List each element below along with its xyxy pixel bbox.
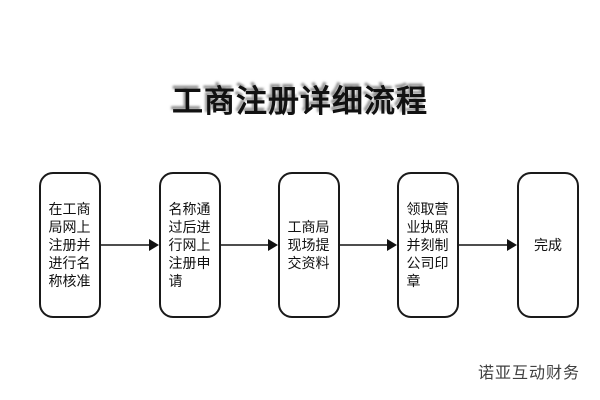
arrow-line	[459, 244, 509, 246]
brand-watermark: 诺亚互动财务	[477, 365, 580, 382]
flow-step-2-label: 名称通过后进行网上注册申请	[168, 201, 211, 289]
flow-step-5: 完成	[517, 172, 579, 318]
arrow-line	[221, 244, 270, 246]
flow-step-1-label: 在工商局网上注册并进行名称核准	[48, 201, 91, 289]
arrow-right-icon	[387, 239, 397, 251]
flow-arrow-3	[340, 239, 397, 251]
arrow-right-icon	[268, 239, 278, 251]
flow-arrow-2	[221, 239, 278, 251]
flow-step-4: 领取营业执照并刻制公司印章	[397, 172, 459, 318]
flow-arrow-4	[459, 239, 517, 251]
page-title: 工商注册详细流程	[172, 84, 428, 119]
flow-step-4-label: 领取营业执照并刻制公司印章	[406, 201, 449, 289]
arrow-right-icon	[149, 239, 159, 251]
flow-step-3: 工商局现场提交资料	[278, 172, 340, 318]
flow-arrow-1	[101, 239, 159, 251]
flow-step-2: 名称通过后进行网上注册申请	[159, 172, 221, 318]
arrow-line	[340, 244, 389, 246]
flow-step-1: 在工商局网上注册并进行名称核准	[39, 172, 101, 318]
arrow-right-icon	[507, 239, 517, 251]
arrow-line	[101, 244, 151, 246]
flow-step-3-label: 工商局现场提交资料	[287, 219, 330, 271]
flow-step-5-label: 完成	[534, 237, 562, 253]
